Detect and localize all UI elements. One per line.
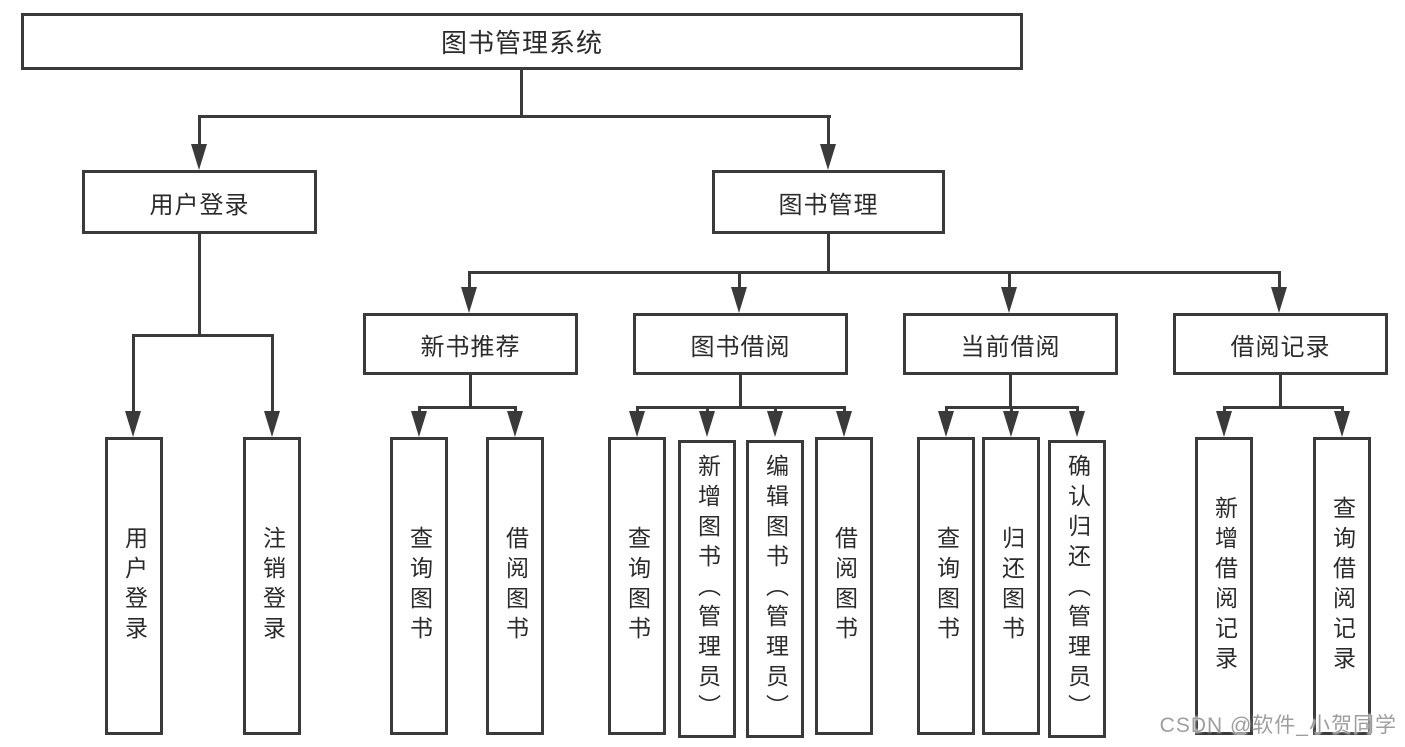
node-book-borrow-label: 图书借阅 xyxy=(690,333,791,361)
arrowhead-book-borrow xyxy=(731,287,747,313)
connector-drop-current-borrow xyxy=(1008,271,1011,291)
arrowhead-leaf-logout xyxy=(264,411,280,437)
arrowhead-add-book xyxy=(699,411,715,437)
leaf-return-book-label: 归还图书 xyxy=(998,526,1025,646)
leaf-return-book: 归还图书 xyxy=(982,437,1040,735)
connector-new-book-rec-stem xyxy=(469,375,472,409)
leaf-add-borrow-record-label: 新增借阅记录 xyxy=(1211,496,1238,676)
arrowhead-edit-book xyxy=(767,411,783,437)
arrowhead-book-mgmt xyxy=(820,144,836,170)
leaf-borrow-book-borrow-label: 借阅图书 xyxy=(831,526,858,646)
connector-root-stem xyxy=(520,70,523,118)
connector-drop-book-mgmt xyxy=(827,115,830,147)
leaf-query-book-rec: 查询图书 xyxy=(390,437,448,735)
leaf-query-borrow-record-label: 查询借阅记录 xyxy=(1329,496,1356,676)
leaf-query-book-borrow: 查询图书 xyxy=(608,437,666,735)
arrowhead-query-book-rec xyxy=(411,411,427,437)
node-borrow-record: 借阅记录 xyxy=(1173,313,1388,375)
leaf-logout: 注销登录 xyxy=(243,437,301,735)
node-user-login: 用户登录 xyxy=(82,170,317,234)
node-borrow-record-label: 借阅记录 xyxy=(1230,333,1331,361)
arrowhead-new-book-rec xyxy=(461,287,477,313)
leaf-query-book-rec-label: 查询图书 xyxy=(406,526,433,646)
connector-drop-leaf-user-login xyxy=(132,334,135,414)
leaf-user-login-label: 用户登录 xyxy=(121,526,148,646)
arrowhead-add-borrow-record xyxy=(1216,411,1232,437)
connector-drop-user-login xyxy=(198,115,201,147)
node-book-mgmt-label: 图书管理 xyxy=(778,191,879,219)
arrowhead-confirm-return xyxy=(1069,411,1085,437)
arrowhead-borrow-book-borrow xyxy=(836,411,852,437)
connector-root-branch xyxy=(198,115,831,118)
connector-book-mgmt-stem xyxy=(827,234,830,274)
leaf-edit-book: 编辑图书（管理员） xyxy=(746,440,804,738)
arrowhead-current-borrow xyxy=(1001,287,1017,313)
leaf-confirm-return-label: 确认归还（管理员） xyxy=(1064,454,1091,724)
leaf-borrow-book-borrow: 借阅图书 xyxy=(815,437,873,735)
node-book-borrow: 图书借阅 xyxy=(633,313,848,375)
leaf-borrow-book-rec: 借阅图书 xyxy=(486,437,544,735)
connector-user-login-branch xyxy=(132,334,273,337)
node-user-login-label: 用户登录 xyxy=(149,191,250,219)
connector-drop-book-borrow xyxy=(738,271,741,291)
leaf-user-login: 用户登录 xyxy=(105,437,163,735)
connector-borrow-record-stem xyxy=(1279,375,1282,409)
leaf-query-book-current: 查询图书 xyxy=(917,437,975,735)
arrowhead-query-book-current xyxy=(938,411,954,437)
leaf-edit-book-label: 编辑图书（管理员） xyxy=(762,454,789,724)
leaf-query-book-current-label: 查询图书 xyxy=(933,526,960,646)
leaf-borrow-book-rec-label: 借阅图书 xyxy=(502,526,529,646)
arrowhead-return-book xyxy=(1003,411,1019,437)
node-current-borrow-label: 当前借阅 xyxy=(960,333,1061,361)
leaf-add-borrow-record: 新增借阅记录 xyxy=(1195,437,1253,735)
arrowhead-leaf-user-login xyxy=(125,411,141,437)
leaf-logout-label: 注销登录 xyxy=(259,526,286,646)
connector-drop-leaf-logout xyxy=(271,334,274,414)
connector-drop-new-book-rec xyxy=(468,271,471,291)
connector-borrow-record-branch xyxy=(1223,406,1344,409)
connector-book-borrow-stem xyxy=(739,375,742,409)
arrowhead-user-login xyxy=(191,144,207,170)
arrowhead-borrow-record xyxy=(1271,287,1287,313)
node-root: 图书管理系统 xyxy=(21,13,1023,70)
connector-book-mgmt-branch xyxy=(468,271,1281,274)
arrowhead-query-book-borrow xyxy=(629,411,645,437)
leaf-add-book: 新增图书（管理员） xyxy=(678,440,736,738)
node-new-book-rec: 新书推荐 xyxy=(363,313,578,375)
csdn-watermark: CSDN @软件_小贺同学 xyxy=(1159,714,1397,737)
connector-new-book-rec-branch xyxy=(418,406,517,409)
node-book-mgmt: 图书管理 xyxy=(712,170,945,234)
node-root-label: 图书管理系统 xyxy=(440,28,603,58)
leaf-confirm-return: 确认归还（管理员） xyxy=(1048,440,1106,738)
connector-current-borrow-stem xyxy=(1009,375,1012,409)
arrowhead-borrow-book-rec xyxy=(507,411,523,437)
node-new-book-rec-label: 新书推荐 xyxy=(420,333,521,361)
leaf-query-borrow-record: 查询借阅记录 xyxy=(1313,437,1371,735)
arrowhead-query-borrow-record xyxy=(1334,411,1350,437)
leaf-query-book-borrow-label: 查询图书 xyxy=(624,526,651,646)
connector-drop-borrow-record xyxy=(1278,271,1281,291)
connector-user-login-stem xyxy=(198,234,201,337)
leaf-add-book-label: 新增图书（管理员） xyxy=(694,454,721,724)
connector-book-borrow-branch xyxy=(636,406,846,409)
node-current-borrow: 当前借阅 xyxy=(903,313,1118,375)
